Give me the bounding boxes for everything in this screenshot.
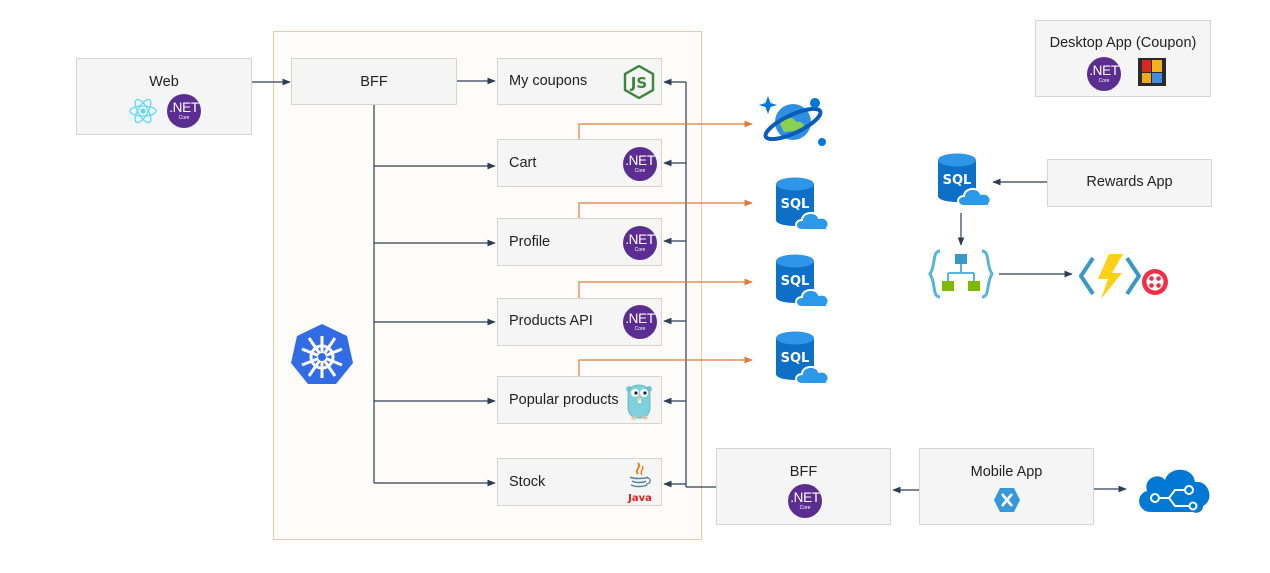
sql-database-icon: SQL bbox=[938, 153, 992, 208]
sql-database-icon: SQL bbox=[776, 254, 830, 309]
rewards-app-label: Rewards App bbox=[1086, 174, 1173, 190]
java-icon: Java bbox=[627, 462, 652, 504]
bff-mobile-label: BFF bbox=[789, 464, 818, 480]
service-cart-label: Cart bbox=[509, 155, 537, 171]
svg-text:JS: JS bbox=[630, 74, 647, 92]
data-arrow-products-to-sql bbox=[578, 278, 753, 298]
mobile-app-label: Mobile App bbox=[970, 464, 1043, 480]
desktop-app-icon bbox=[1138, 58, 1166, 86]
service-stock-label: Stock bbox=[509, 474, 546, 490]
sql-database-icon: SQL bbox=[776, 331, 830, 386]
xamarin-icon bbox=[994, 488, 1020, 512]
desktop-app-label: Desktop App (Coupon) bbox=[1049, 35, 1197, 51]
kubernetes-icon bbox=[291, 324, 353, 384]
svg-text:SQL: SQL bbox=[943, 173, 972, 188]
cognitive-services-icon bbox=[1139, 469, 1210, 513]
data-arrow-profile-to-sql bbox=[578, 199, 753, 218]
twilio-icon bbox=[1142, 269, 1168, 295]
service-my-coupons[interactable]: My coupons JS bbox=[497, 58, 662, 105]
svg-text:SQL: SQL bbox=[781, 197, 810, 212]
mobile-app-box[interactable]: Mobile App bbox=[919, 448, 1094, 525]
service-profile-label: Profile bbox=[509, 234, 551, 250]
service-popular-products-label: Popular products bbox=[509, 392, 619, 408]
service-stock[interactable]: Stock Java bbox=[497, 458, 662, 506]
web-client-label: Web bbox=[149, 74, 179, 90]
data-arrow-popular-to-sql bbox=[578, 356, 753, 376]
service-products-api-label: Products API bbox=[509, 313, 593, 329]
svg-text:SQL: SQL bbox=[781, 274, 810, 289]
service-popular-products[interactable]: Popular products bbox=[497, 376, 662, 424]
service-my-coupons-label: My coupons bbox=[509, 73, 588, 89]
kubernetes-cluster-boundary bbox=[273, 31, 702, 540]
bff-web-box[interactable]: BFF bbox=[291, 58, 457, 105]
nodejs-icon: JS bbox=[623, 65, 655, 99]
go-gopher-icon bbox=[626, 384, 652, 420]
cosmos-db-icon bbox=[759, 96, 826, 146]
data-arrow-cart-to-cosmos bbox=[578, 120, 753, 139]
rewards-app-box[interactable]: Rewards App bbox=[1047, 159, 1212, 207]
bff-web-label: BFF bbox=[360, 74, 388, 90]
azure-functions-icon bbox=[1079, 254, 1141, 299]
svg-text:Java: Java bbox=[627, 493, 652, 504]
react-icon bbox=[129, 98, 157, 124]
svg-text:SQL: SQL bbox=[781, 351, 810, 366]
sql-database-icon: SQL bbox=[776, 177, 830, 232]
logic-app-icon bbox=[928, 249, 994, 299]
